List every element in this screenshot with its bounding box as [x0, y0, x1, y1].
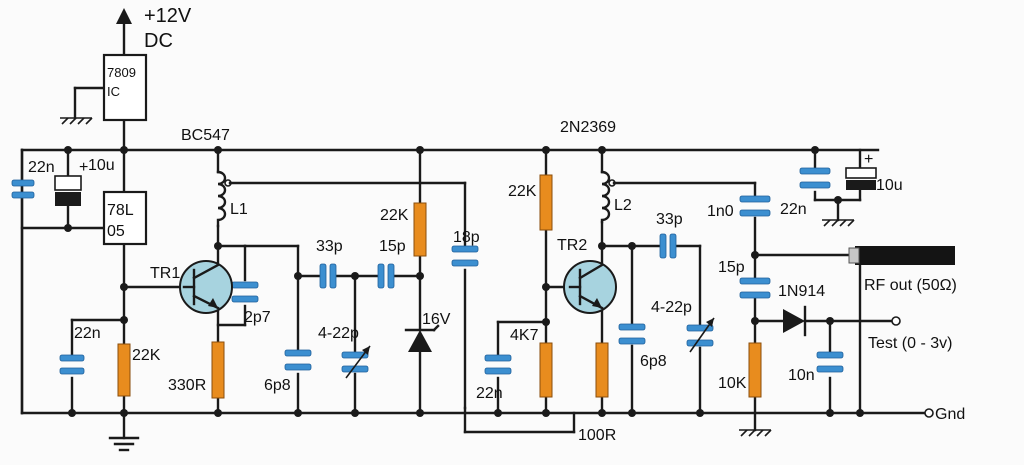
c-2p7-label: 2p7 — [244, 309, 271, 326]
resistor-4k7 — [539, 342, 553, 398]
c-10u-a-label: 10u — [88, 157, 115, 174]
c-33p-a-label: 33p — [316, 238, 343, 255]
capacitor-22n-b — [59, 354, 85, 375]
l2-label: L2 — [614, 197, 632, 214]
c-22n-a-label: 22n — [28, 159, 55, 176]
capacitor-422p-b — [686, 317, 715, 353]
ground-icon-main — [108, 411, 140, 452]
rf-out-connector — [848, 246, 955, 265]
capacitor-22n-d — [799, 167, 831, 189]
r-22k-a-label: 22K — [132, 347, 161, 364]
ground-icon-10k — [739, 429, 772, 437]
c-22n-c-label: 22n — [476, 385, 503, 402]
tr2-part-label: 2N2369 — [560, 119, 616, 136]
r-4k7-label: 4K7 — [510, 327, 539, 344]
r-22k-c-label: 22K — [508, 183, 537, 200]
inductor-l1 — [216, 170, 227, 228]
reg1-label-1: 7809 — [107, 65, 136, 80]
resistor-100r — [595, 342, 609, 398]
gnd-label: Gnd — [935, 406, 965, 423]
capacitor-1n0 — [739, 195, 771, 217]
capacitor-422p-a — [341, 345, 371, 379]
labels: +12V DC 7809 IC 78L 05 BC547 TR1 2N2369 … — [28, 5, 965, 444]
resistor-330r — [211, 341, 225, 399]
reg2-label-1: 78L — [107, 202, 134, 219]
r-10k-label: 10K — [718, 375, 747, 392]
reg1-label-2: IC — [107, 84, 120, 99]
capacitor-6p8-a — [284, 349, 312, 371]
capacitor-22n-c — [484, 354, 512, 375]
c-10n-label: 10n — [788, 367, 815, 384]
plus-b-label: + — [864, 151, 873, 168]
c-33p-b-label: 33p — [656, 211, 683, 228]
test-label: Test (0 - 3v) — [868, 335, 952, 352]
transistor-tr1 — [179, 260, 233, 314]
c-1n0-label: 1n0 — [707, 203, 734, 220]
c-422p-b-label: 4-22p — [651, 299, 692, 316]
capacitor-22n-a — [11, 148, 35, 415]
test-terminal — [891, 316, 901, 326]
capacitor-18p — [451, 245, 479, 267]
plus-a-label: + — [79, 159, 88, 176]
r-22k-b-label: 22K — [380, 207, 409, 224]
c-15p-b-label: 15p — [718, 259, 745, 276]
supply-arrow-icon — [116, 8, 132, 24]
r-330r-label: 330R — [168, 377, 206, 394]
gnd-terminal — [924, 408, 934, 418]
capacitor-33p-a — [319, 263, 337, 289]
capacitor-6p8-b — [618, 323, 646, 345]
c-22n-d-label: 22n — [780, 201, 807, 218]
resistor-10k — [748, 342, 762, 398]
tr2-ref-label: TR2 — [557, 237, 587, 254]
capacitor-2p7 — [231, 281, 259, 303]
ground-icon-7809 — [60, 117, 93, 125]
capacitor-10u-b — [845, 167, 877, 190]
supply-type-label: DC — [144, 30, 173, 52]
transistor-tr2 — [563, 260, 617, 314]
capacitor-15p-a — [377, 263, 395, 289]
c-15p-a-label: 15p — [379, 238, 406, 255]
l1-label: L1 — [230, 201, 248, 218]
c-6p8-b-label: 6p8 — [640, 353, 667, 370]
resistor-22k-c — [539, 174, 553, 231]
capacitor-10u-a — [54, 175, 82, 206]
diode-1n914 — [783, 305, 807, 337]
inductor-l2 — [600, 170, 611, 224]
tr1-part-label: BC547 — [181, 127, 230, 144]
capacitor-10n — [816, 351, 844, 373]
supply-voltage-label: +12V — [144, 5, 192, 27]
c-6p8-a-label: 6p8 — [264, 377, 291, 394]
rf-out-label: RF out (50Ω) — [864, 277, 957, 294]
capacitor-15p-b — [739, 277, 771, 299]
zener-label: 16V — [422, 311, 451, 328]
resistor-22k-a — [117, 343, 131, 397]
regulator-78l05 — [102, 190, 148, 246]
ground-icon-right-caps — [822, 219, 855, 227]
tr1-ref-label: TR1 — [150, 265, 180, 282]
regulator-7809 — [102, 53, 148, 122]
c-22n-b-label: 22n — [74, 325, 101, 342]
reg2-label-2: 05 — [107, 223, 125, 240]
capacitor-33p-b — [659, 233, 677, 259]
c-422p-a-label: 4-22p — [318, 325, 359, 342]
c-18p-label: 18p — [453, 229, 480, 246]
diode-1n914-label: 1N914 — [778, 283, 825, 300]
r-100r-label: 100R — [578, 427, 616, 444]
zener-diode-16v — [404, 324, 440, 352]
resistor-22k-b — [413, 202, 427, 257]
c-10u-b-label: 10u — [876, 177, 903, 194]
